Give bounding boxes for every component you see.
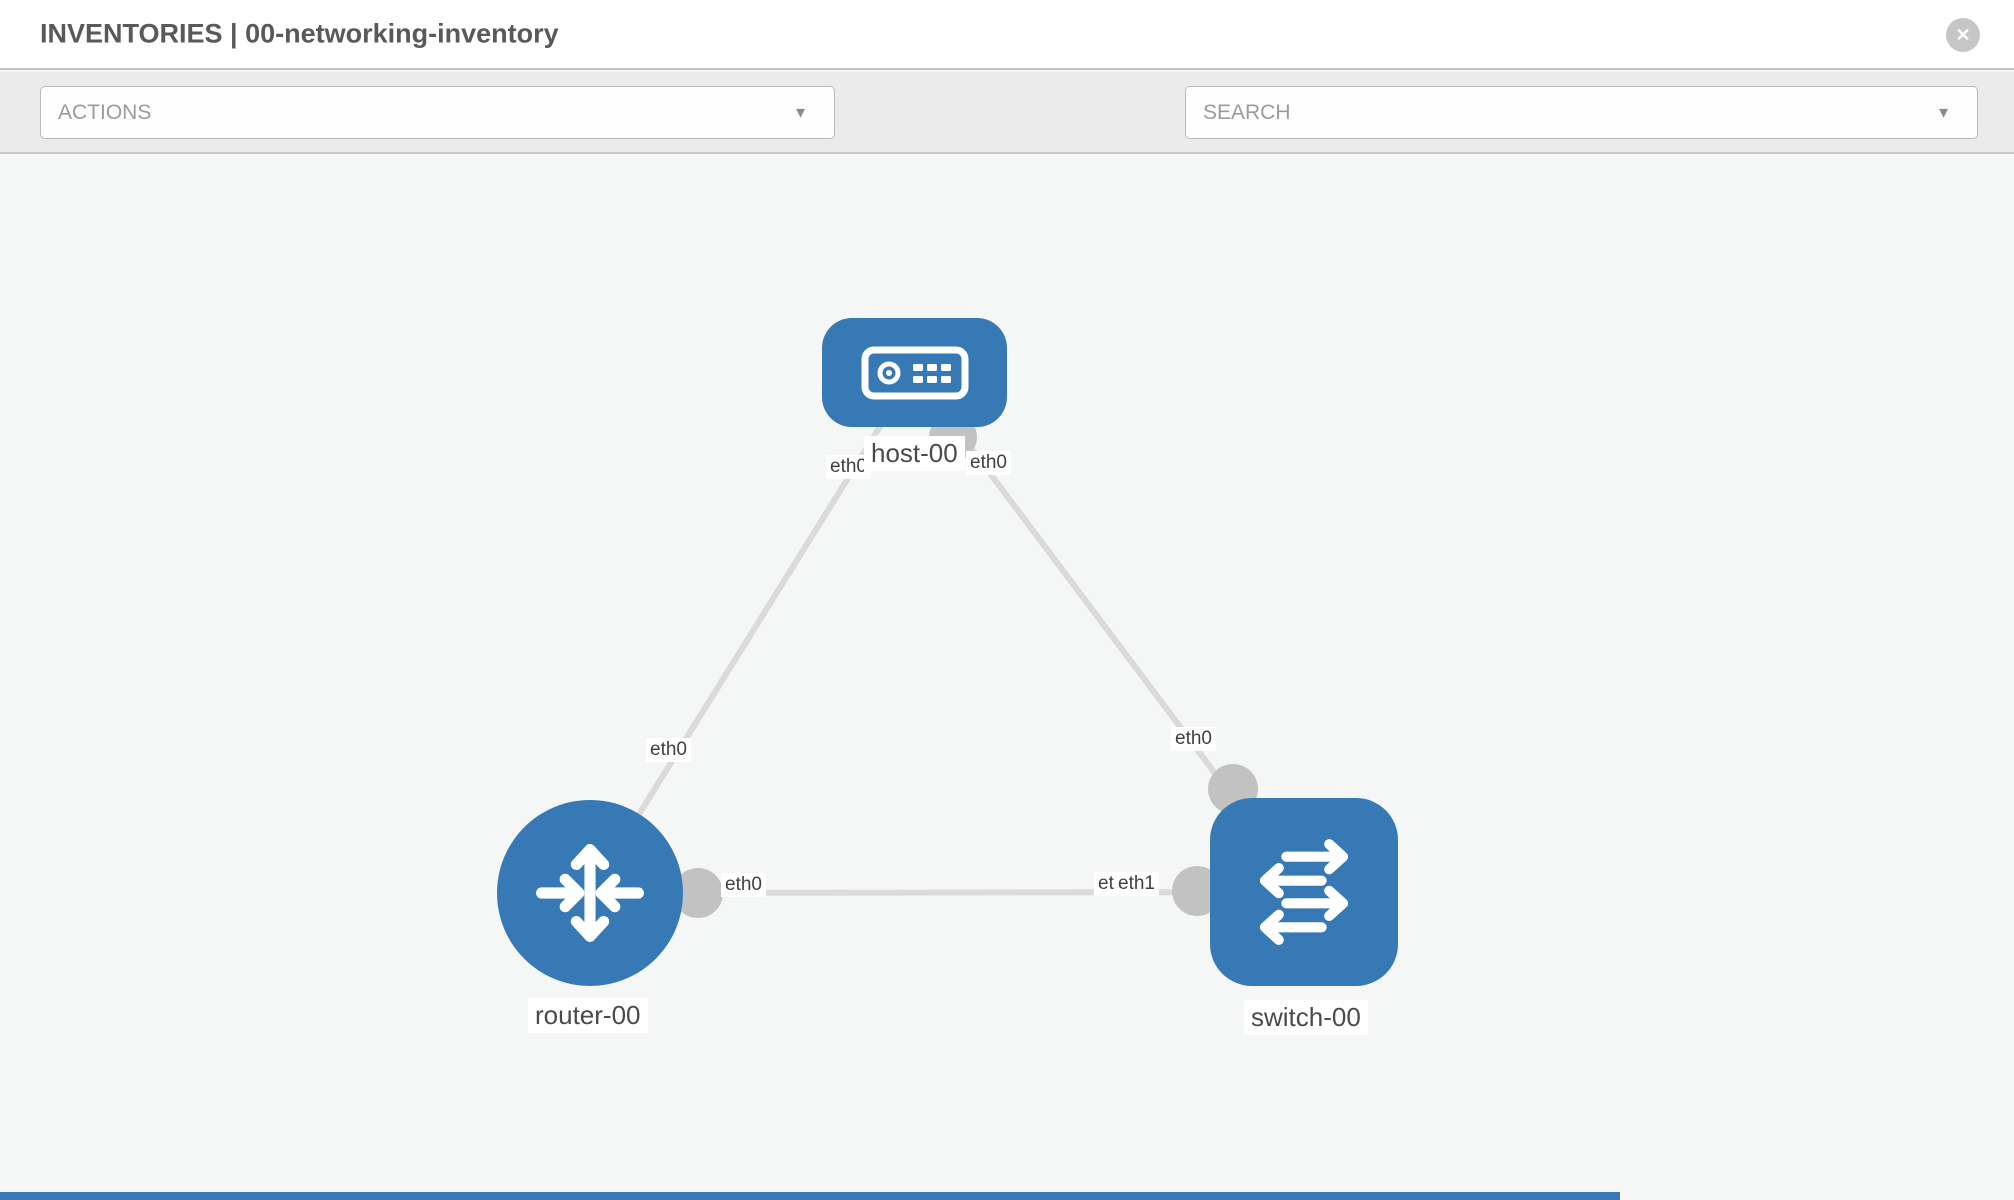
iface-label-router-top: eth0 (646, 738, 691, 762)
caret-down-icon: ▼ (793, 104, 808, 121)
interface-connector-switch-left[interactable] (1172, 866, 1222, 916)
interface-connector-router-right[interactable] (673, 868, 723, 918)
switch-icon (1259, 839, 1349, 945)
node-label-host-00: host-00 (864, 436, 965, 471)
caret-down-icon: ▼ (1936, 104, 1951, 121)
iface-label-switch-top: eth0 (1171, 727, 1216, 751)
node-host-00[interactable] (822, 318, 1007, 427)
topology-graph (587, 370, 1307, 918)
header: INVENTORIES | 00-networking-inventory ✕ (0, 0, 2014, 70)
actions-dropdown[interactable]: ACTIONS ▼ (40, 86, 835, 139)
node-router-00[interactable] (497, 800, 683, 986)
search-dropdown[interactable]: SEARCH ▼ (1185, 86, 1978, 139)
page-title: INVENTORIES | 00-networking-inventory (40, 18, 559, 49)
topology-canvas[interactable]: eth0 eth0 eth0 eth0 eth1 eth0 eth0 host-… (0, 154, 2014, 1200)
router-icon (536, 844, 644, 942)
node-label-switch-00: switch-00 (1244, 1000, 1368, 1035)
iface-label-router-right: eth0 (721, 873, 766, 897)
host-icon (861, 346, 968, 399)
node-label-router-00: router-00 (528, 998, 648, 1033)
actions-dropdown-label: ACTIONS (58, 101, 152, 124)
footer-accent-bar (0, 1192, 1620, 1200)
close-icon: ✕ (1955, 24, 1971, 45)
iface-label-switch-left: eth1 (1114, 872, 1159, 896)
iface-label-host-right: eth0 (966, 451, 1011, 475)
search-placeholder: SEARCH (1203, 101, 1291, 124)
iface-label-host-left: eth0 (826, 455, 871, 479)
toolbar: ACTIONS ▼ SEARCH ▼ (0, 72, 2014, 201)
close-button[interactable]: ✕ (1946, 18, 1980, 52)
node-switch-00[interactable] (1210, 798, 1398, 986)
